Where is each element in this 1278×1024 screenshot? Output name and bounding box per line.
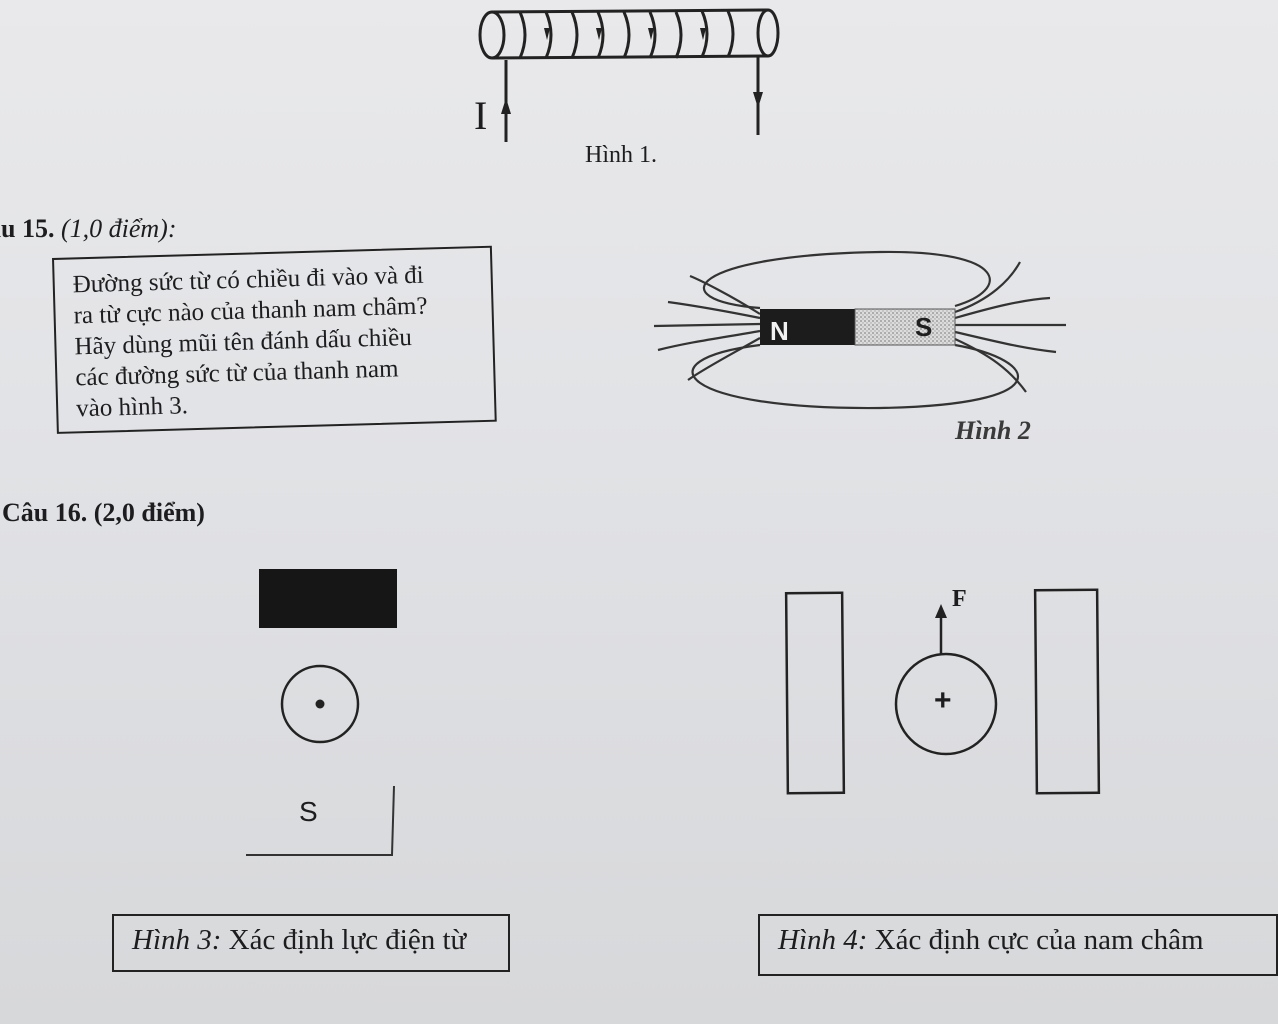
- question-15-points: (1,0 điểm):: [60, 214, 177, 243]
- question-15-title: âu 15.: [0, 214, 55, 243]
- current-label: I: [474, 93, 488, 138]
- charge-circle: [894, 652, 998, 756]
- current-out-dot: [315, 699, 325, 709]
- question-15-heading: âu 15. (1,0 điểm):: [0, 214, 176, 244]
- figure-3-caption: Hình 3: Xác định lực điện từ: [112, 914, 510, 972]
- force-label: F: [952, 586, 967, 612]
- figure-3-pole-label: S: [299, 796, 318, 827]
- figure-3-caption-label: Hình 3:: [132, 924, 222, 956]
- figure-4-caption-text: Xác định cực của nam châm: [867, 924, 1204, 956]
- magnet-left: [784, 591, 846, 795]
- figure-4-caption-label: Hình 4:: [778, 924, 868, 956]
- conductor-circle: [280, 664, 360, 744]
- south-magnet-outline: [246, 785, 395, 856]
- force-arrow-head: [935, 604, 947, 618]
- charge-sign: +: [934, 684, 952, 717]
- magnet-north-block: [259, 569, 397, 628]
- figure-1-caption: Hình 1.: [585, 142, 657, 168]
- magnet-pole-n: N: [770, 316, 789, 346]
- figure-3-caption-text: Xác định lực điện từ: [221, 924, 467, 956]
- magnet-pole-s: S: [915, 312, 932, 342]
- figure-2-caption: Hình 2: [955, 416, 1031, 445]
- figure-4-caption: Hình 4: Xác định cực của nam châm: [758, 914, 1278, 976]
- question-16-title: Câu 16. (2,0 điểm): [2, 498, 205, 527]
- magnet-right: [1033, 588, 1101, 795]
